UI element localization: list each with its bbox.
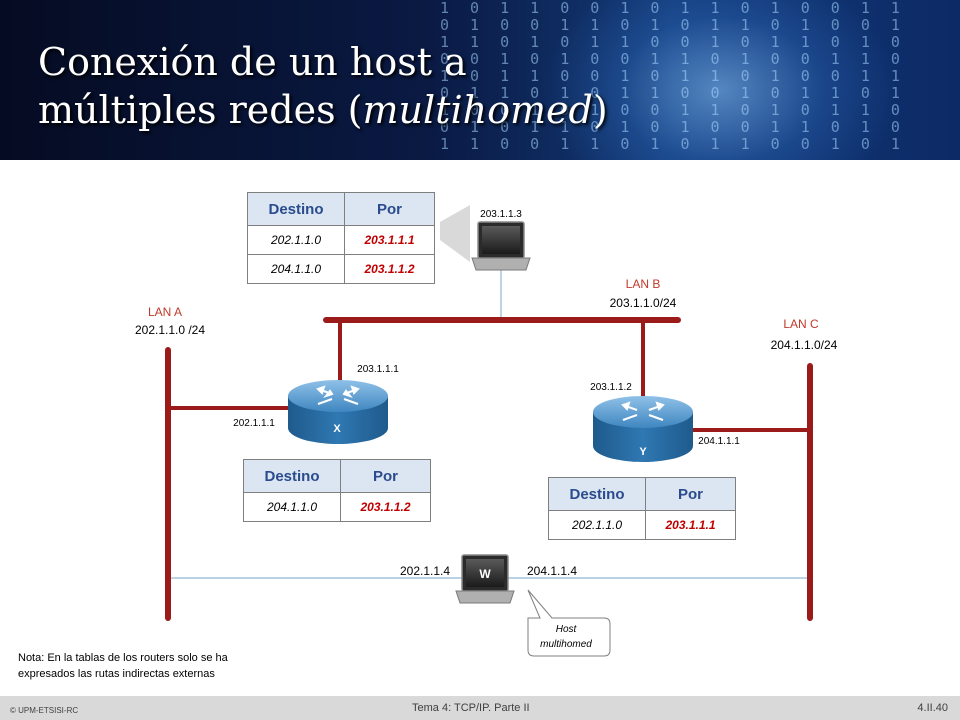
banner-glow [540, 0, 900, 160]
router-y-icon [593, 396, 693, 462]
lan-c-net: 204.1.1.0/24 [771, 338, 838, 352]
host-w-ip-a: 202.1.1.4 [400, 564, 450, 578]
footer-bar: © UPM-ETSISI-RC Tema 4: TCP/IP. Parte II… [0, 696, 960, 720]
table-cell-via: 203.1.1.1 [344, 225, 435, 255]
footnote: Nota: En la tablas de los routers solo s… [18, 652, 228, 680]
title-line-2-suffix: ) [592, 88, 608, 132]
router-x-routing-table: Destino Por 204.1.1.0 203.1.1.2 [243, 459, 431, 522]
lan-b-name: LAN B [626, 277, 661, 291]
table-row: 202.1.1.0 203.1.1.1 [548, 510, 736, 540]
table-cell-via: 203.1.1.2 [344, 254, 435, 284]
x-table-header-dest: Destino [243, 459, 341, 493]
zoom-wedge [440, 205, 470, 262]
page-title: Conexión de un host a múltiples redes (m… [38, 38, 608, 134]
table-row: 202.1.1.0 203.1.1.1 [247, 225, 435, 255]
router-x-ip-b: 203.1.1.1 [357, 364, 399, 375]
footer-copyright: © UPM-ETSISI-RC [10, 706, 79, 715]
footer-slide-number: 4.II.40 [917, 702, 948, 714]
y-table-header-via: Por [645, 477, 736, 511]
callout-line-1: Host [556, 624, 578, 635]
router-x-icon [288, 380, 388, 444]
table-cell-dest: 204.1.1.0 [247, 254, 345, 284]
lan-a-net: 202.1.1.0 /24 [135, 323, 205, 337]
title-line-2-prefix: múltiples redes ( [38, 88, 363, 132]
y-table-header-dest: Destino [548, 477, 646, 511]
host-w-ip-c: 204.1.1.4 [527, 564, 577, 578]
callout-bubble [527, 589, 611, 657]
lan-b-net: 203.1.1.0/24 [610, 296, 677, 310]
host-routing-table: Destino Por 202.1.1.0 203.1.1.1 204.1.1.… [247, 192, 435, 284]
callout-line-2: multihomed [540, 639, 592, 650]
router-y-label: Y [639, 446, 647, 458]
host-ip: 203.1.1.3 [480, 209, 522, 220]
table-row: 204.1.1.0 203.1.1.2 [243, 492, 431, 522]
binary-background: 1 0 1 1 0 0 1 0 1 1 0 1 0 0 1 1 0 1 0 0 … [440, 0, 906, 153]
router-y-routing-table: Destino Por 202.1.1.0 203.1.1.1 [548, 477, 736, 540]
table-row: 204.1.1.0 203.1.1.2 [247, 254, 435, 284]
title-banner: 1 0 1 1 0 0 1 0 1 1 0 1 0 0 1 1 0 1 0 0 … [0, 0, 960, 160]
host-w-label: W [479, 567, 491, 581]
lan-c-name: LAN C [783, 317, 819, 331]
host-table-header-dest: Destino [247, 192, 345, 226]
router-y-ip-c: 204.1.1.1 [698, 436, 740, 447]
footer-topic: Tema 4: TCP/IP. Parte II [412, 702, 530, 714]
title-line-1: Conexión de un host a [38, 40, 467, 84]
router-y-ip-b: 203.1.1.2 [590, 382, 632, 393]
x-table-header-via: Por [340, 459, 431, 493]
title-line-2-italic: multihomed [362, 88, 593, 132]
router-x-label: X [333, 423, 341, 435]
table-cell-via: 203.1.1.2 [340, 492, 431, 522]
host-table-header-via: Por [344, 192, 435, 226]
host-laptop-icon [471, 221, 531, 271]
host-w-laptop-icon [455, 554, 515, 604]
table-cell-dest: 204.1.1.0 [243, 492, 341, 522]
router-x-ip-a: 202.1.1.1 [233, 418, 275, 429]
table-cell-dest: 202.1.1.0 [548, 510, 646, 540]
table-cell-via: 203.1.1.1 [645, 510, 736, 540]
lan-a-name: LAN A [148, 305, 182, 319]
table-cell-dest: 202.1.1.0 [247, 225, 345, 255]
